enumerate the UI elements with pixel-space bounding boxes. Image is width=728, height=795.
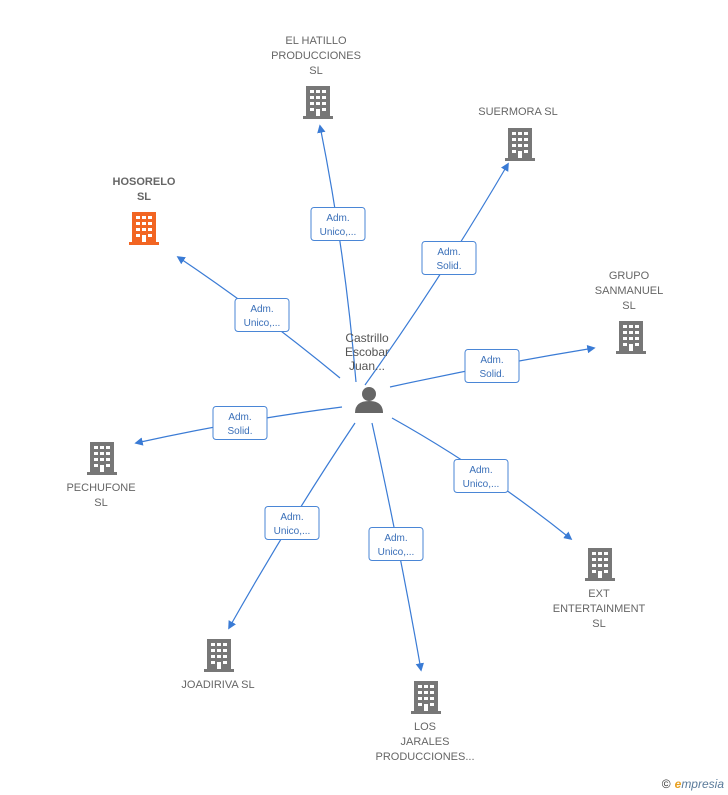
- company-label[interactable]: PECHUFONE: [66, 482, 135, 494]
- company-label[interactable]: PRODUCCIONES...: [375, 751, 474, 763]
- company-label[interactable]: SANMANUEL: [595, 285, 663, 297]
- edge-label-text: Adm.: [250, 304, 273, 315]
- company-label[interactable]: PRODUCCIONES: [271, 50, 361, 62]
- company-label[interactable]: SUERMORA SL: [478, 106, 557, 118]
- company-node-joadiriva[interactable]: JOADIRIVA SL: [181, 639, 255, 691]
- copyright-symbol: ©: [661, 777, 671, 791]
- edge-label-suermora[interactable]: Adm. Solid.: [421, 241, 477, 275]
- person-node-center[interactable]: CastrilloEscobarJuan...: [345, 331, 389, 413]
- building-icon: [585, 548, 615, 581]
- company-label[interactable]: JARALES: [401, 736, 450, 748]
- edge-label-el-hatillo[interactable]: Adm. Unico,...: [310, 207, 366, 241]
- edge-label-box: [264, 506, 320, 540]
- edge-label-los-jarales[interactable]: Adm. Unico,...: [368, 527, 424, 561]
- person-icon: [355, 387, 383, 413]
- empresia-logo: ©empresia: [662, 777, 724, 791]
- edge-label-box: [453, 459, 509, 493]
- edge-label-pechufone[interactable]: Adm. Solid.: [212, 406, 268, 440]
- company-label[interactable]: SL: [94, 497, 107, 509]
- building-icon: [505, 128, 535, 161]
- edge-label-box: [212, 406, 268, 440]
- building-icon: [616, 321, 646, 354]
- building-icon: [129, 212, 159, 245]
- company-label[interactable]: LOS: [414, 721, 436, 733]
- edge-label-text: Adm.: [228, 412, 251, 423]
- edge-label-box: [464, 349, 520, 383]
- person-name-label[interactable]: Escobar: [345, 345, 389, 359]
- edge-label-text: Adm.: [384, 533, 407, 544]
- company-node-el-hatillo[interactable]: EL HATILLO PRODUCCIONES SL: [271, 35, 361, 119]
- company-label[interactable]: SL: [137, 191, 151, 203]
- edge-label-text: Unico,...: [320, 227, 357, 238]
- edge-label-box: [421, 241, 477, 275]
- edge-label-joadiriva[interactable]: Adm. Unico,...: [264, 506, 320, 540]
- building-icon: [204, 639, 234, 672]
- company-label[interactable]: GRUPO: [609, 270, 650, 282]
- edge-label-text: Adm.: [280, 512, 303, 523]
- edge-label-text: Adm.: [326, 213, 349, 224]
- edge-label-text: Unico,...: [463, 479, 500, 490]
- edge-label-ext-entertainment[interactable]: Adm. Unico,...: [453, 459, 509, 493]
- company-label[interactable]: EXT: [588, 588, 610, 600]
- edge-el-hatillo: [317, 124, 357, 383]
- company-label[interactable]: JOADIRIVA SL: [181, 679, 254, 691]
- edge-label-text: Solid.: [227, 426, 252, 437]
- company-label[interactable]: ENTERTAINMENT: [553, 603, 646, 615]
- brand-rest: mpresia: [681, 777, 724, 791]
- company-node-suermora[interactable]: SUERMORA SL: [478, 106, 558, 161]
- company-node-pechufone[interactable]: PECHUFONE SL: [66, 442, 136, 509]
- company-node-los-jarales[interactable]: LOS JARALES PRODUCCIONES...: [375, 681, 475, 763]
- company-label[interactable]: HOSORELO: [113, 176, 176, 188]
- edge-label-text: Unico,...: [378, 547, 415, 558]
- brand-e: e: [674, 777, 682, 791]
- edge-label-box: [234, 298, 290, 332]
- edge-label-text: Unico,...: [244, 318, 281, 329]
- person-name-label[interactable]: Juan...: [349, 359, 385, 373]
- edge-suermora: [364, 162, 509, 386]
- building-icon: [411, 681, 441, 714]
- company-label[interactable]: SL: [622, 300, 635, 312]
- building-icon: [303, 86, 333, 119]
- edge-label-text: Adm.: [437, 247, 460, 258]
- edge-label-text: Unico,...: [274, 526, 311, 537]
- company-label[interactable]: SL: [309, 65, 322, 77]
- edge-label-text: Solid.: [436, 261, 461, 272]
- company-label[interactable]: EL HATILLO: [285, 35, 347, 47]
- person-name-label[interactable]: Castrillo: [345, 331, 389, 345]
- company-label[interactable]: SL: [592, 618, 605, 630]
- edge-label-text: Adm.: [469, 465, 492, 476]
- company-node-grupo-sanmanuel[interactable]: GRUPO SANMANUEL SL: [595, 270, 663, 354]
- company-node-ext-entertainment[interactable]: EXT ENTERTAINMENT SL: [553, 548, 646, 630]
- company-node-hosorelo[interactable]: HOSORELO SL: [113, 176, 176, 245]
- building-icon: [87, 442, 117, 475]
- edge-label-hosorelo[interactable]: Adm. Unico,...: [234, 298, 290, 332]
- edge-label-box: [368, 527, 424, 561]
- edge-label-box: [310, 207, 366, 241]
- edge-label-text: Adm.: [480, 355, 503, 366]
- edge-label-text: Solid.: [479, 369, 504, 380]
- edge-label-grupo-sanmanuel[interactable]: Adm. Solid.: [464, 349, 520, 383]
